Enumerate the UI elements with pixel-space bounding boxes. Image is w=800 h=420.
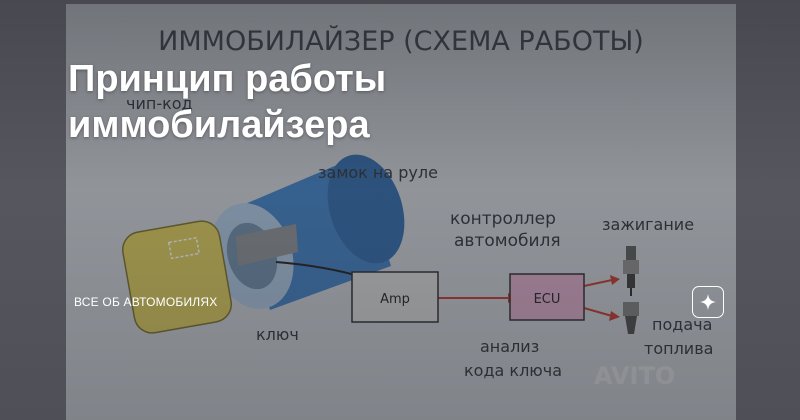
article-title-line1: Принцип работы: [68, 58, 387, 100]
diagram-title: ИММОБИЛАЙЗЕР (СХЕМА РАБОТЫ): [158, 25, 644, 57]
ecu-to-fuel-arrow: [583, 307, 613, 317]
watermark-text: AVITO: [594, 362, 675, 390]
spark-plug-icon: [623, 246, 639, 296]
sparkle-icon: [700, 294, 716, 310]
ecu-block: ECU: [509, 273, 585, 321]
analysis-label-line1: анализ: [480, 337, 539, 356]
controller-label-line2: автомобиля: [454, 231, 561, 251]
steering-lock-label: замок на руле: [318, 163, 438, 182]
fuel-label-line2: топлива: [644, 339, 713, 358]
ecu-to-ignition-arrow: [583, 279, 613, 287]
sparkle-button[interactable]: [692, 286, 724, 318]
amp-block: Amp: [351, 271, 439, 323]
channel-name[interactable]: ВСЕ ОБ АВТОМОБИЛЯХ: [74, 295, 218, 309]
key-label: ключ: [256, 325, 299, 344]
fuel-injector-icon: [623, 302, 639, 334]
ecu-label: ECU: [534, 292, 561, 307]
article-title[interactable]: Принцип работы иммобилайзера: [68, 56, 386, 148]
ignition-label: зажигание: [602, 215, 694, 234]
amp-label: Amp: [380, 292, 410, 307]
article-title-line2: иммобилайзера: [68, 104, 370, 146]
analysis-label-line2: кода ключа: [464, 361, 562, 380]
controller-label-line1: контроллер: [450, 209, 556, 229]
